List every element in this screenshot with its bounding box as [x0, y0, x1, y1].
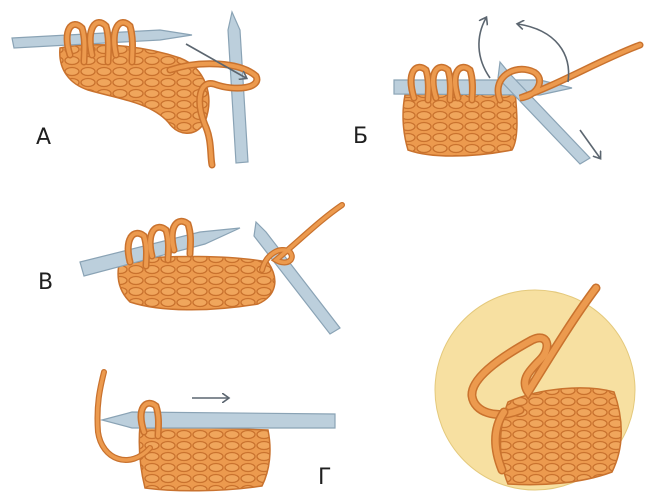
step-g-needle — [102, 412, 335, 428]
step-v-illustration — [80, 205, 342, 334]
step-v-working-yarn — [262, 205, 342, 270]
step-g-illustration — [97, 372, 335, 491]
step-b-rotation-arrow-left-icon — [479, 18, 490, 78]
step-label-v: В — [38, 272, 53, 294]
step-label-a: А — [36, 127, 51, 149]
detail-magnified-view — [435, 288, 635, 490]
step-label-g: Г — [318, 467, 331, 489]
detail-fabric — [501, 388, 622, 485]
step-label-b: Б — [353, 126, 368, 148]
step-b-rotation-arrow-right-icon — [518, 24, 569, 82]
step-b-illustration — [394, 18, 640, 164]
step-v-fabric — [118, 256, 275, 309]
